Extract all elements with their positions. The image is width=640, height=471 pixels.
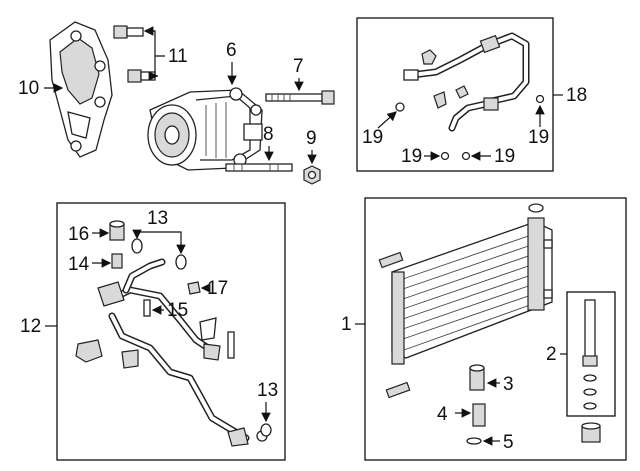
- receiver-dryer-cap: [581, 422, 601, 443]
- callout-17: 17: [207, 278, 228, 299]
- callout-7: 7: [293, 56, 304, 77]
- box-hose-assembly: [56, 202, 286, 461]
- callout-19-left: 19: [362, 127, 383, 148]
- callout-15: 15: [167, 300, 188, 321]
- callout-4: 4: [437, 404, 448, 425]
- callout-3: 3: [503, 374, 514, 395]
- compressor-stud: [225, 163, 293, 172]
- rear-hose-assembly: [395, 32, 545, 161]
- box-condenser: [364, 197, 627, 461]
- callout-18: 18: [566, 85, 587, 106]
- valve-core: [143, 299, 151, 317]
- callout-2: 2: [546, 344, 557, 365]
- condenser-fitting-lower: [472, 403, 486, 427]
- callout-11: 11: [168, 46, 188, 67]
- compressor-bracket: [49, 21, 113, 158]
- callout-16: 16: [68, 224, 89, 245]
- callout-12: 12: [20, 316, 41, 337]
- callout-13-bottom: 13: [257, 380, 278, 401]
- callout-19-mid-left: 19: [401, 146, 422, 167]
- callout-8: 8: [263, 124, 274, 145]
- front-hose-assembly: [75, 258, 268, 447]
- condenser-o-ring: [466, 437, 482, 445]
- callout-5: 5: [503, 432, 514, 453]
- compressor-bolt-long: [265, 90, 335, 105]
- bracket-bolt-lower: [127, 69, 156, 83]
- callout-1: 1: [341, 314, 352, 335]
- ac-condenser: [378, 203, 553, 399]
- leader-11: [146, 30, 165, 77]
- compressor-nut: [303, 165, 321, 185]
- callout-14: 14: [68, 254, 90, 275]
- o-ring-lower: [260, 423, 272, 437]
- callout-10: 10: [18, 78, 39, 99]
- receiver-dryer: [582, 299, 598, 410]
- callout-19-right: 19: [528, 127, 549, 148]
- pressure-sensor: [187, 281, 201, 295]
- service-port-cap: [109, 220, 125, 241]
- callout-13-top: 13: [147, 208, 168, 229]
- o-rings-upper: [131, 238, 187, 270]
- callout-19-mid-right: 19: [494, 146, 515, 167]
- ac-compressor: [147, 87, 263, 171]
- callout-6: 6: [226, 40, 237, 61]
- bracket-bolt-upper: [113, 25, 144, 39]
- leader-13-top: [136, 231, 182, 252]
- service-valve: [111, 253, 123, 269]
- leader-19-left: [377, 111, 397, 129]
- callout-9: 9: [306, 128, 317, 149]
- condenser-fitting-upper: [469, 364, 485, 391]
